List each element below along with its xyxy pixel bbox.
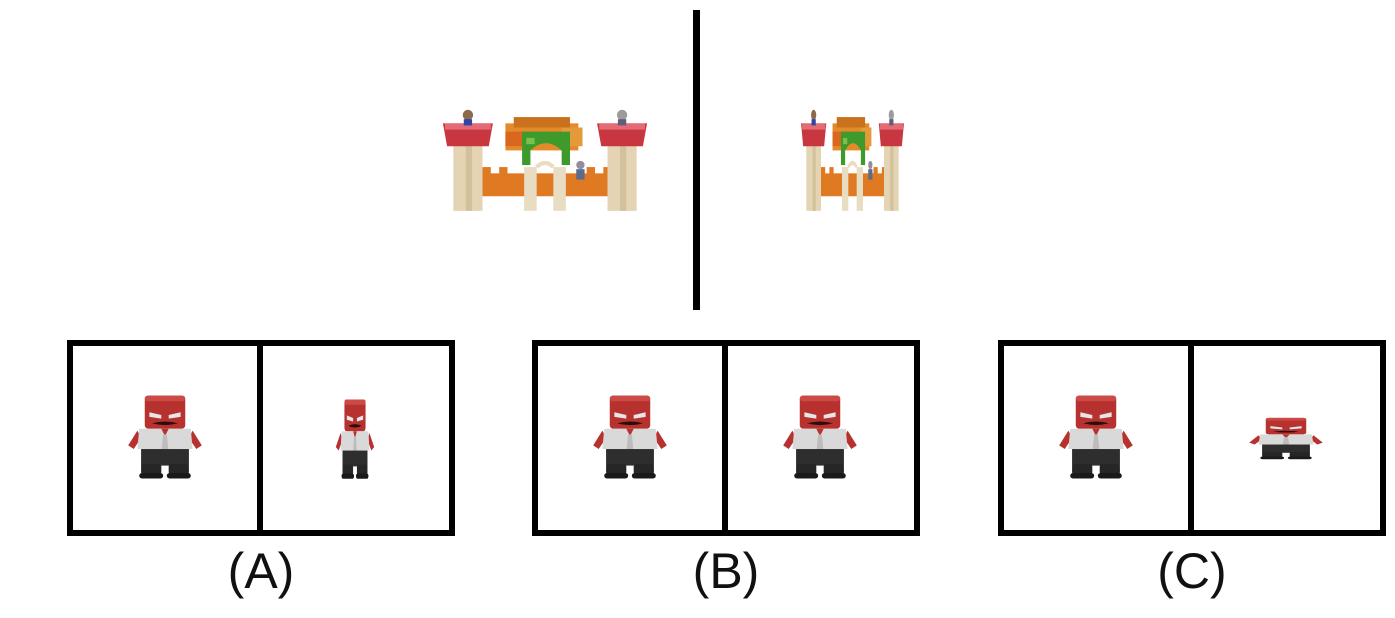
option-c[interactable]: (C) bbox=[998, 340, 1386, 599]
example-original-image bbox=[442, 109, 648, 211]
option-b-label: (B) bbox=[692, 543, 760, 599]
option-b-original-toy-image bbox=[593, 395, 667, 479]
example-transformed-image bbox=[800, 90, 905, 215]
example-divider bbox=[693, 10, 700, 310]
option-c-original-toy-image bbox=[1059, 395, 1133, 479]
option-b-transformed-toy-image bbox=[783, 395, 857, 479]
option-c-transformed-toy-image bbox=[1249, 417, 1323, 460]
option-a-transformed-toy-image bbox=[335, 399, 375, 479]
option-b[interactable]: (B) bbox=[532, 340, 920, 599]
option-b-divider bbox=[722, 340, 728, 536]
option-a-original-toy-image bbox=[128, 395, 202, 479]
option-c-divider bbox=[1188, 340, 1194, 536]
option-a-label: (A) bbox=[227, 543, 295, 599]
option-c-label: (C) bbox=[1157, 543, 1227, 599]
option-a[interactable]: (A) bbox=[67, 340, 455, 599]
option-a-divider bbox=[257, 340, 263, 536]
